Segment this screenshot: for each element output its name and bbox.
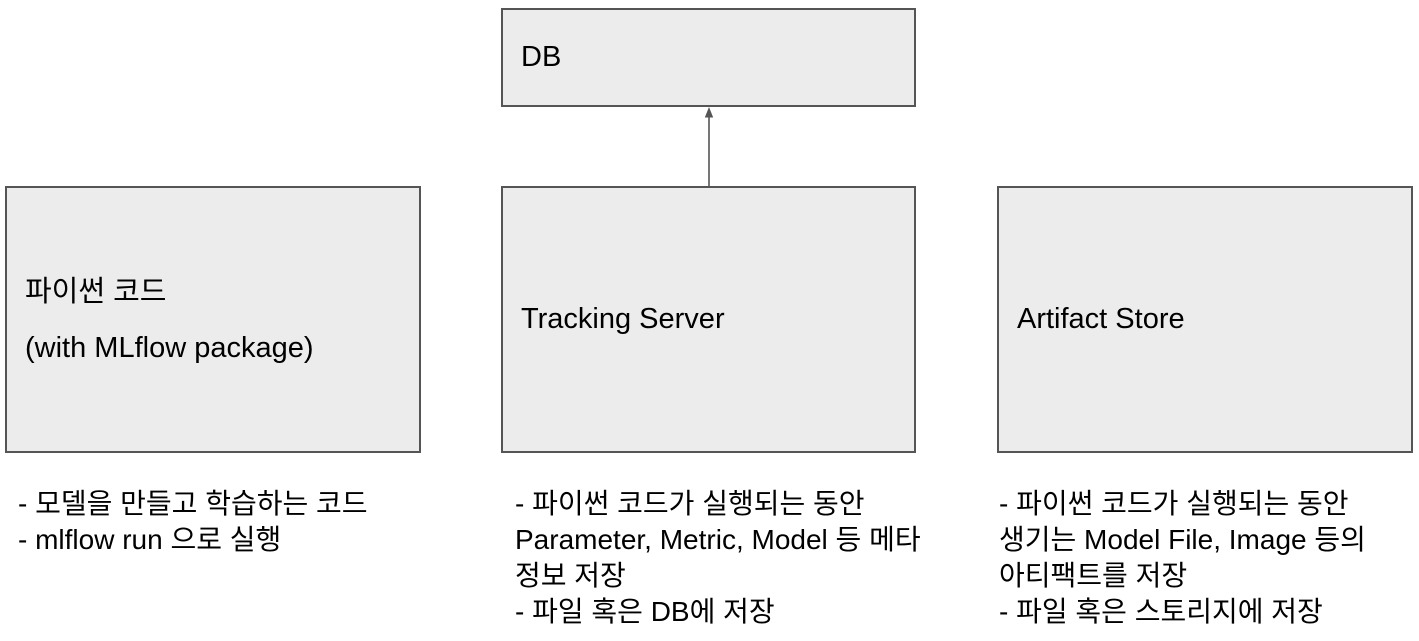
arrow-tracking-to-db	[704, 107, 714, 186]
node-db-label: DB	[521, 40, 562, 73]
note-line: - 파일 혹은 스토리지에 저장	[999, 596, 1323, 627]
node-python-code-title: 파이썬 코드 (with MLflow package)	[25, 264, 314, 376]
note-line: - 파이썬 코드가 실행되는 동안	[515, 488, 865, 519]
notes-python-code: - 모델을 만들고 학습하는 코드 - mlflow run 으로 실행	[18, 486, 368, 558]
node-python-code-label-line2: (with MLflow package)	[25, 331, 314, 364]
notes-tracking-server: - 파이썬 코드가 실행되는 동안 Parameter, Metric, Mode…	[515, 486, 921, 630]
note-line: Parameter, Metric, Model 등 메타	[515, 524, 921, 555]
node-python-code-label-line1: 파이썬 코드	[25, 275, 167, 308]
node-db: DB	[501, 8, 916, 107]
node-artifact-store-label: Artifact Store	[1017, 302, 1185, 335]
node-python-code: 파이썬 코드 (with MLflow package)	[5, 186, 421, 453]
note-line: 생기는 Model File, Image 등의	[999, 524, 1366, 555]
note-line: - 모델을 만들고 학습하는 코드	[18, 488, 368, 519]
node-tracking-server-label: Tracking Server	[521, 302, 725, 335]
node-tracking-server: Tracking Server	[501, 186, 916, 453]
note-line: 정보 저장	[515, 560, 626, 591]
note-line: - 파이썬 코드가 실행되는 동안	[999, 488, 1349, 519]
arrow-head-icon	[704, 107, 714, 118]
node-artifact-store: Artifact Store	[997, 186, 1413, 453]
note-line: 아티팩트를 저장	[999, 560, 1188, 591]
note-line: - mlflow run 으로 실행	[18, 524, 282, 555]
note-line: - 파일 혹은 DB에 저장	[515, 596, 775, 627]
